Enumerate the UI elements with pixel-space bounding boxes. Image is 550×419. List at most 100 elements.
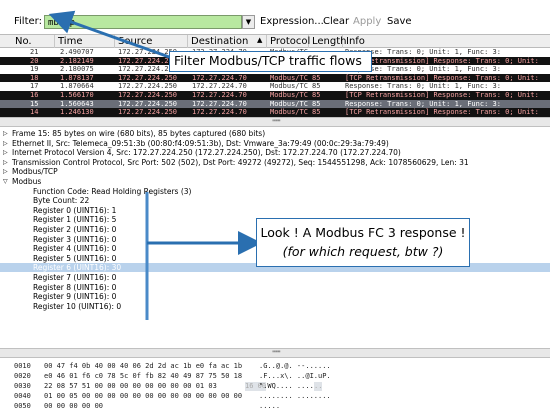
detail-tree-item[interactable]: Byte Count: 22 [0, 196, 550, 205]
detail-text: Transmission Control Protocol, Src Port:… [12, 157, 469, 167]
detail-text: Register 10 (UINT16): 0 [33, 301, 122, 311]
column-source[interactable]: Source [115, 35, 188, 48]
packet-cell-dst: 172.27.224.70 [192, 73, 247, 82]
hex-offset: 0050 [14, 402, 31, 410]
packet-cell-no: 14 [30, 108, 39, 117]
hex-bytes-highlight: 16 00 [245, 382, 267, 391]
filter-callout: Filter Modbus/TCP traffic flows [169, 51, 372, 72]
hex-offset: 0020 [14, 372, 31, 380]
detail-tree-item[interactable]: Register 7 (UINT16): 0 [0, 273, 550, 282]
packet-cell-no: 18 [30, 73, 39, 82]
detail-tree-item[interactable]: ▷ Frame 15: 85 bytes on wire (680 bits), … [0, 129, 550, 138]
detail-tree-item[interactable]: ▽Modbus [0, 177, 550, 186]
hex-offset: 0030 [14, 382, 31, 390]
detail-tree-item[interactable]: Function Code: Read Holding Registers (3… [0, 187, 550, 196]
packet-cell-src: 172.27.224.250 [118, 65, 178, 74]
detail-tree-item[interactable]: Register 6 (UINT16): 30 [0, 263, 550, 273]
detail-tree-item[interactable]: Register 4 (UINT16): 0 [0, 244, 550, 253]
detail-tree-item[interactable]: Register 3 (UINT16): 0 [0, 235, 550, 244]
detail-text: Frame 15: 85 bytes on wire (680 bits), 8… [12, 129, 266, 138]
packet-cell-no: 20 [30, 56, 39, 65]
detail-tree-item[interactable]: ▷Internet Protocol Version 4, Src: 172.2… [0, 148, 550, 157]
packet-cell-time: 2.180075 [60, 65, 94, 74]
packet-cell-dst: 172.27.224.70 [192, 99, 247, 108]
display-filter-input[interactable]: mbtcp [44, 15, 242, 29]
expand-closed-icon[interactable]: ▷ [3, 168, 8, 176]
packet-cell-info: Response: Trans: 0; Unit: 1, Func: 3: [345, 48, 501, 56]
column-info[interactable]: Info [346, 36, 365, 47]
expand-closed-icon[interactable]: ▷ [3, 149, 8, 157]
detail-tree-item[interactable]: Register 2 (UINT16): 0 [0, 225, 550, 234]
packet-cell-info: Response: Trans: 0; Unit: 1, Func: 3: [345, 65, 501, 74]
packet-cell-dst: 172.27.224.70 [192, 91, 247, 99]
detail-tree-item[interactable]: ▷ Transmission Control Protocol, Src Port… [0, 158, 550, 167]
column-length[interactable]: Length [309, 35, 347, 48]
hex-row[interactable]: 0030 22 08 57 51 00 00 00 00 00 00 00 00 … [0, 382, 550, 391]
hex-ascii: ".WQ.... ..... [259, 382, 319, 390]
packet-cell-len: 85 [312, 82, 321, 91]
expand-closed-icon[interactable]: ▷ [3, 158, 8, 166]
packet-cell-proto: Modbus/TC [270, 99, 308, 108]
packet-cell-src: 172.27.224.250 [118, 56, 178, 65]
hex-offset: 0040 [14, 392, 31, 400]
filter-dropdown-button[interactable]: ▼ [242, 15, 255, 29]
detail-tree-item[interactable]: Register 1 (UINT16): 5 [0, 215, 550, 224]
packet-cell-len: 85 [312, 91, 321, 99]
column-no[interactable]: No. [12, 35, 55, 48]
packet-cell-src: 172.27.224.250 [118, 73, 178, 82]
hex-ascii: ........ ........ [259, 392, 331, 400]
detail-tree-item[interactable]: Register 5 (UINT16): 0 [0, 254, 550, 263]
expand-closed-icon[interactable]: ▷ [3, 139, 8, 147]
packet-cell-time: 1.566170 [60, 91, 94, 99]
detail-tree-item[interactable]: Register 0 (UINT16): 1 [0, 206, 550, 215]
detail-text: Function Code: Read Holding Registers (3… [33, 186, 192, 196]
detail-tree-item[interactable]: Register 8 (UINT16): 0 [0, 283, 550, 292]
packet-list-header: No. Time Source Destination ▲ Protocol L… [0, 34, 550, 48]
packet-cell-no: 19 [30, 65, 39, 74]
packet-cell-proto: Modbus/TC [270, 108, 308, 117]
column-destination[interactable]: Destination [188, 35, 267, 48]
detail-tree-item[interactable]: ▷Modbus/TCP [0, 167, 550, 176]
packet-cell-time: 1.878137 [60, 73, 94, 82]
grip-icon: '''''''''''' [272, 350, 281, 357]
detail-text: Register 0 (UINT16): 1 [33, 205, 117, 215]
column-time[interactable]: Time [55, 35, 115, 48]
hex-bytes: 00 00 00 00 00 [44, 402, 104, 410]
filter-label: Filter: [14, 16, 42, 27]
detail-pane-splitter[interactable]: '''''''''''' [0, 348, 550, 358]
packet-cell-time: 1.560643 [60, 99, 94, 108]
packet-cell-len: 85 [312, 73, 321, 82]
detail-text: Ethernet II, Src: Telemeca_09:51:3b (00:… [12, 138, 389, 148]
detail-tree-item[interactable]: Register 9 (UINT16): 0 [0, 292, 550, 301]
packet-cell-time: 1.870664 [60, 82, 94, 91]
clear-button[interactable]: Clear [323, 16, 350, 27]
expand-open-icon[interactable]: ▽ [3, 178, 8, 185]
save-button[interactable]: Save [387, 16, 412, 27]
packet-cell-info: [TCP Retransmission] Response: Trans: 0;… [345, 56, 539, 65]
packet-cell-info: [TCP Retransmission] Response: Trans: 0;… [345, 73, 539, 82]
packet-list-splitter[interactable]: '''''''''''' [0, 117, 550, 127]
packet-cell-no: 16 [30, 91, 39, 99]
detail-tree-item[interactable]: ▷ Ethernet II, Src: Telemeca_09:51:3b (00… [0, 139, 550, 148]
apply-button[interactable]: Apply [353, 16, 382, 27]
detail-text: Register 6 (UINT16): 30 [33, 263, 122, 273]
chevron-down-icon: ▼ [245, 18, 252, 26]
modbus-callout: Look ! A Modbus FC 3 response ! (for whi… [256, 218, 470, 267]
expand-closed-icon[interactable]: ▷ [3, 130, 8, 137]
expression-button[interactable]: Expression... [260, 16, 324, 27]
packet-cell-no: 15 [30, 99, 39, 108]
hex-bytes: 22 08 57 51 00 00 00 00 00 00 00 00 01 0… [44, 382, 217, 390]
detail-tree-item[interactable]: Register 10 (UINT16): 0 [0, 302, 550, 311]
packet-cell-dst: 172.27.224.70 [192, 82, 247, 91]
packet-cell-proto: Modbus/TC [270, 91, 308, 99]
column-protocol[interactable]: Protocol [267, 35, 310, 48]
